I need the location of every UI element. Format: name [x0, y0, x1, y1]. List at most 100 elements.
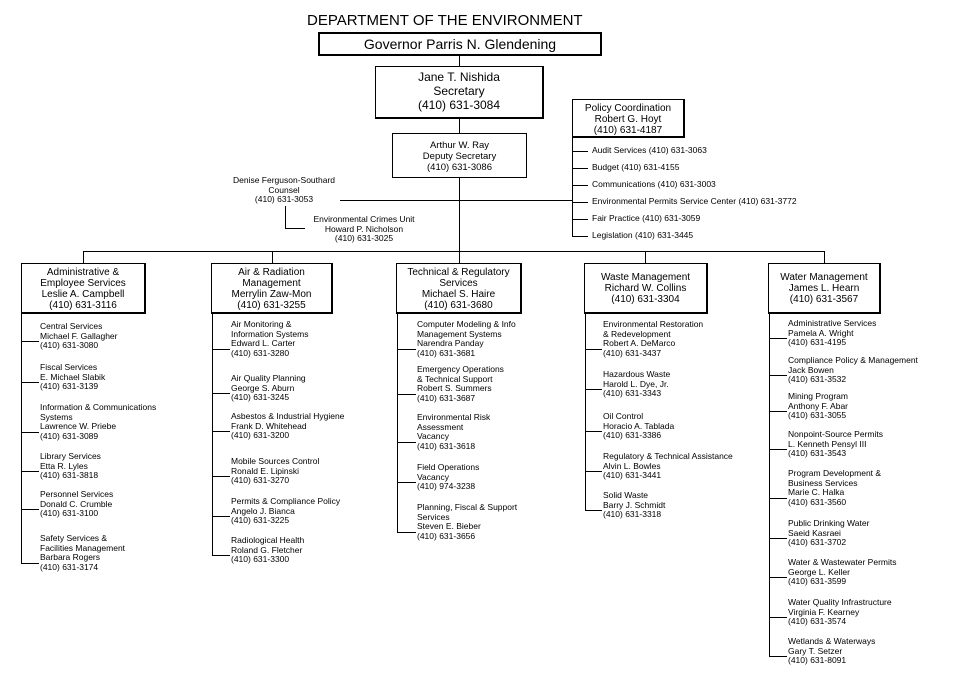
- subunit-name: Environmental Restoration: [603, 319, 704, 329]
- subunit-detail: Facilities Management: [40, 542, 126, 553]
- subunit-name: Environmental Risk: [417, 412, 491, 422]
- division-phone: (410) 631-3680: [424, 300, 493, 311]
- subunit-detail: Systems: [40, 411, 73, 422]
- division-box-water: Water Management James L. Hearn (410) 63…: [768, 263, 881, 314]
- subunit-detail: (410) 631-3225: [231, 515, 290, 526]
- secretary-box: Jane T. Nishida Secretary (410) 631-3084: [375, 66, 544, 119]
- subunit-name: Public Drinking Water: [788, 518, 870, 528]
- division-head: Leslie A. Campbell: [41, 289, 125, 300]
- division-title-line: Services: [439, 278, 478, 289]
- counsel-block: Denise Ferguson-Southard Counsel (410) 6…: [214, 175, 354, 205]
- subunit-detail: Donald C. Crumble: [40, 498, 113, 509]
- division-title-line: Water Management: [780, 272, 868, 283]
- subunit-detail: Assessment: [417, 421, 464, 432]
- subunit-name: Wetlands & Waterways: [788, 636, 876, 646]
- subunit-detail: (410) 631-3687: [417, 392, 476, 403]
- subunit-detail: Barry J. Schmidt: [603, 499, 666, 510]
- division-phone: (410) 631-3116: [49, 300, 117, 311]
- subunit-detail: Gary T. Setzer: [788, 645, 843, 656]
- division-head: Michael S. Haire: [421, 289, 496, 300]
- subunit-name: Mining Program: [788, 391, 848, 401]
- deputy-secretary-box: Arthur W. Ray Deputy Secretary (410) 631…: [392, 133, 527, 178]
- subunit-detail: Virginia F. Kearney: [788, 606, 860, 617]
- subunit-detail: (410) 631-3300: [231, 554, 290, 565]
- staff-item-communications: Communications (410) 631-3003: [592, 179, 716, 189]
- subunit-detail: (410) 631-3270: [231, 475, 290, 486]
- subunit-detail: (410) 631-3080: [40, 340, 99, 351]
- division-title-line: Administrative &: [46, 267, 120, 278]
- subunit-name: Regulatory & Technical Assistance: [603, 451, 733, 461]
- subunit-name: Planning, Fiscal & Support: [417, 502, 518, 512]
- subunit-detail: Services: [417, 511, 450, 522]
- subunit-detail: (410) 631-3681: [417, 347, 476, 358]
- staff-item-legislation: Legislation (410) 631-3445: [592, 230, 694, 240]
- subunit-detail: (410) 631-3200: [231, 430, 290, 441]
- policy-phone: (410) 631-4187: [593, 125, 663, 136]
- subunit-detail: (410) 631-3656: [417, 530, 476, 541]
- subunit-detail: Anthony F. Abar: [788, 400, 849, 411]
- crimes-unit-block: Environmental Crimes Unit Howard P. Nich…: [300, 214, 428, 244]
- subunit-detail: Business Services: [788, 477, 858, 488]
- subunit-name: Information & Communications: [40, 402, 157, 412]
- subunit-detail: Etta R. Lyles: [40, 460, 88, 471]
- subunit-detail: Jack Bowen: [788, 364, 834, 375]
- division-box-technical-regulatory: Technical & Regulatory Services Michael …: [396, 263, 522, 314]
- division-phone: (410) 631-3255: [237, 300, 306, 311]
- division-title-line: Technical & Regulatory: [407, 267, 510, 278]
- subunit-detail: (410) 631-3532: [788, 374, 847, 385]
- subunit-detail: Vacancy: [417, 471, 449, 482]
- subunit-name: Water Quality Infrastructure: [788, 597, 892, 607]
- division-box-administrative: Administrative & Employee Services Lesli…: [21, 263, 146, 314]
- subunit-detail: Ronald E. Lipinski: [231, 465, 300, 476]
- subunit-detail: (410) 631-3100: [40, 508, 99, 519]
- deputy-name: Arthur W. Ray: [429, 140, 490, 151]
- subunit-name: Mobile Sources Control: [231, 456, 320, 466]
- staff-item-audit: Audit Services (410) 631-3063: [592, 145, 707, 155]
- subunit-detail: (410) 974-3238: [417, 481, 476, 492]
- policy-head: Robert G. Hoyt: [594, 114, 662, 125]
- governor-name: Governor Parris N. Glendening: [363, 36, 557, 52]
- subunit-detail: Horacio A. Tablada: [603, 420, 675, 431]
- subunit-detail: (410) 631-3055: [788, 410, 847, 421]
- subunit-name: Water & Wastewater Permits: [788, 557, 897, 567]
- subunit-detail: Information Systems: [231, 328, 309, 339]
- subunit-detail: Alvin L. Bowles: [603, 460, 661, 471]
- subunit-name: Computer Modeling & Info: [417, 319, 516, 329]
- subunit-detail: (410) 631-3280: [231, 347, 290, 358]
- subunit-detail: George L. Keller: [788, 566, 850, 577]
- subunit-detail: Saeid Kasraei: [788, 527, 841, 538]
- subunit-detail: (410) 631-3560: [788, 496, 847, 507]
- staff-item-budget: Budget (410) 631-4155: [592, 162, 680, 172]
- subunit-detail: (410) 631-3386: [603, 430, 662, 441]
- department-title: DEPARTMENT OF THE ENVIRONMENT: [307, 12, 583, 29]
- division-title-line: Employee Services: [40, 278, 126, 289]
- subunit-name: Central Services: [40, 321, 103, 331]
- subunit-detail: Harold L. Dye, Jr.: [603, 378, 669, 389]
- division-head: Richard W. Collins: [604, 283, 687, 294]
- subunit-detail: Lawrence W. Priebe: [40, 421, 117, 432]
- division-box-waste: Waste Management Richard W. Collins (410…: [584, 263, 708, 314]
- subunit-detail: Steven E. Bieber: [417, 521, 481, 532]
- subunit-detail: (410) 631-3343: [603, 388, 662, 399]
- subunit-detail: (410) 631-3818: [40, 470, 99, 481]
- subunit-detail: (410) 631-3543: [788, 448, 847, 459]
